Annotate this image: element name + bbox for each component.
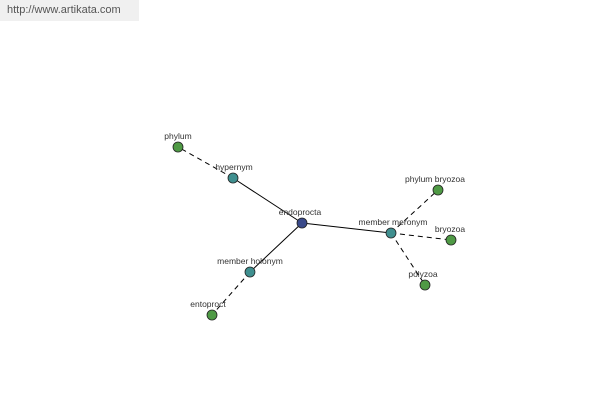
node-label-entoproct: entoproct [190, 299, 226, 309]
node-label-phylum-bryozoa: phylum bryozoa [405, 174, 465, 184]
node-label-bryozoa: bryozoa [435, 224, 466, 234]
edge-endoprocta-member_meronym [301, 222, 392, 234]
edges-layer [177, 146, 452, 316]
labels-layer: endoprocta hypernym member holonym member m… [164, 131, 465, 309]
edge-member_meronym-phylum_bryozoa [390, 189, 439, 234]
node-label-member-holonym: member holonym [217, 256, 283, 266]
node-polyzoa[interactable] [419, 279, 431, 291]
node-phylum-bryozoa[interactable] [432, 184, 444, 196]
edge-endoprocta-hypernym [232, 177, 303, 224]
node-label-member-meronym: member meronym [359, 217, 428, 227]
node-entoproct[interactable] [206, 309, 218, 321]
edge-endoprocta-member_holonym [249, 222, 303, 273]
node-member-holonym[interactable] [244, 266, 256, 278]
node-phylum[interactable] [172, 141, 184, 153]
node-member-meronym[interactable] [385, 227, 397, 239]
node-bryozoa[interactable] [445, 234, 457, 246]
node-label-polyzoa: polyzoa [408, 269, 438, 279]
edge-member_holonym-entoproct [211, 271, 251, 316]
node-label-phylum: phylum [164, 131, 191, 141]
node-hypernym[interactable] [227, 172, 239, 184]
edge-member_meronym-bryozoa [390, 232, 452, 241]
edge-hypernym-phylum [177, 146, 234, 179]
node-label-endoprocta: endoprocta [279, 207, 322, 217]
node-endoprocta[interactable] [296, 217, 308, 229]
edge-member_meronym-polyzoa [390, 232, 426, 286]
watermark-url: http://www.artikata.com [0, 0, 139, 21]
nodes-layer [172, 141, 457, 321]
node-label-hypernym: hypernym [215, 162, 252, 172]
